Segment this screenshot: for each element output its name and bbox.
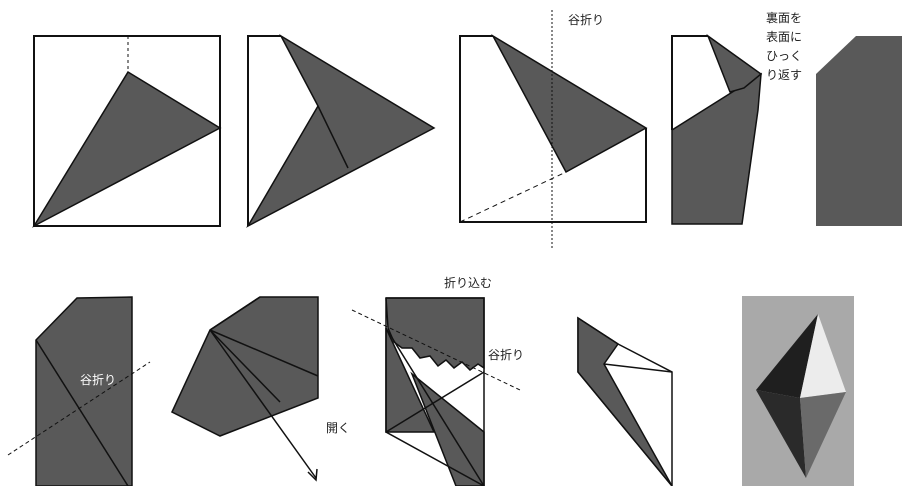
valley-fold-label-step-6: 谷折り [80,372,116,387]
step-8-top-flap [385,297,485,371]
step-7-crease-c [209,329,281,403]
photo-piece-left-bottom [756,390,806,478]
flip-over-label-line-4: り返す [766,68,802,82]
step-1-flap [31,70,222,228]
open-arrow-head [307,468,318,482]
step-8-fold-line [351,309,521,391]
step-5 [816,36,902,226]
flip-over-label-line-1: 裏面を [766,10,802,25]
step-9-dark-left [577,316,673,486]
step-4: 裏面を 表面に ひっく り返す [671,10,802,225]
step-6-crease [35,339,129,486]
step-7: 開く [171,296,350,482]
step-4-body [671,72,762,225]
step-3-diagonal-crease [459,171,567,223]
open-label: 開く [326,421,350,435]
step-2-crease [317,105,349,169]
step-5-shape [816,36,902,226]
step-4-flap [706,33,763,93]
step-4-outline [671,35,708,130]
step-8-crease-b [385,371,485,433]
step-8-crease-a [385,327,485,486]
photo-piece-right-top [800,314,846,398]
open-arrow-shaft [209,329,317,479]
valley-fold-label-step-3: 谷折り [568,12,604,27]
step-6: 谷折り [7,296,151,486]
step-7-crease-b [209,296,261,331]
step-6-fold-line [7,361,151,456]
result-photo [742,296,854,486]
photo-piece-top [756,314,818,398]
step-6-shape [35,296,133,486]
step-1 [31,35,222,228]
fold-in-label: 折り込む [444,275,492,290]
step-8: 折り込む 谷折り [351,275,524,486]
step-7-crease-a [209,329,319,377]
step-9-crease [603,363,673,373]
flip-over-label-line-2: 表面に [766,30,802,44]
step-2-flap [246,33,436,228]
flip-over-label-line-3: ひっく [766,49,802,63]
photo-piece-right-bottom [800,392,846,478]
step-2 [246,33,436,228]
step-3-flap [491,33,648,174]
step-3: 谷折り [459,10,648,250]
step-2-outline [247,35,281,226]
valley-fold-label-step-8: 谷折り [488,347,524,362]
step-9 [577,316,673,486]
step-8-outline [385,297,485,486]
